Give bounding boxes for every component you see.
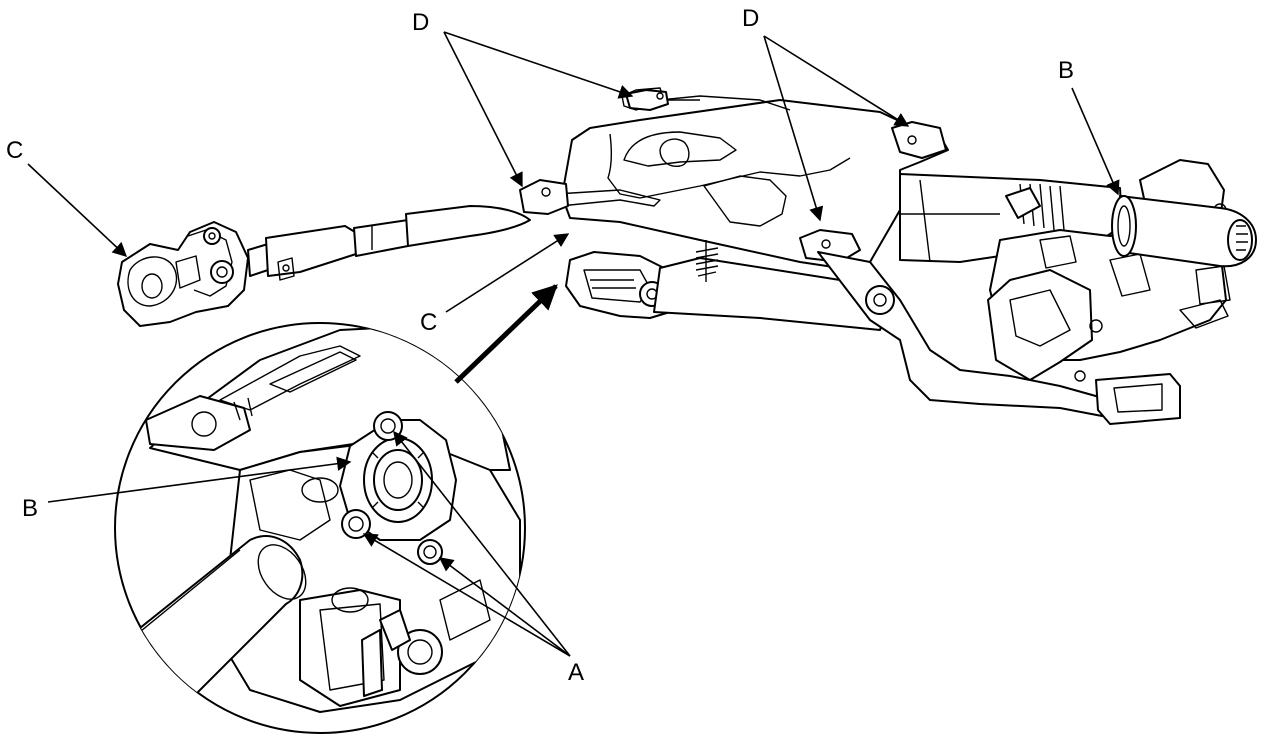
label-c-center: C (420, 309, 437, 336)
label-a-inset: A (568, 659, 584, 686)
inset-pointer-arrow (454, 284, 558, 384)
label-d-left: D (412, 9, 429, 36)
intermediate-shaft (117, 205, 531, 327)
label-c-left: C (6, 137, 23, 164)
label-d-right: D (742, 5, 759, 32)
label-b-right: B (1058, 57, 1074, 84)
leader-lines (27, 31, 1120, 657)
label-b-inset: B (22, 495, 38, 522)
steering-column-body (519, 87, 1257, 425)
bolt-lower (417, 539, 443, 565)
bolt-left (341, 509, 371, 539)
inset-detail (114, 322, 526, 734)
